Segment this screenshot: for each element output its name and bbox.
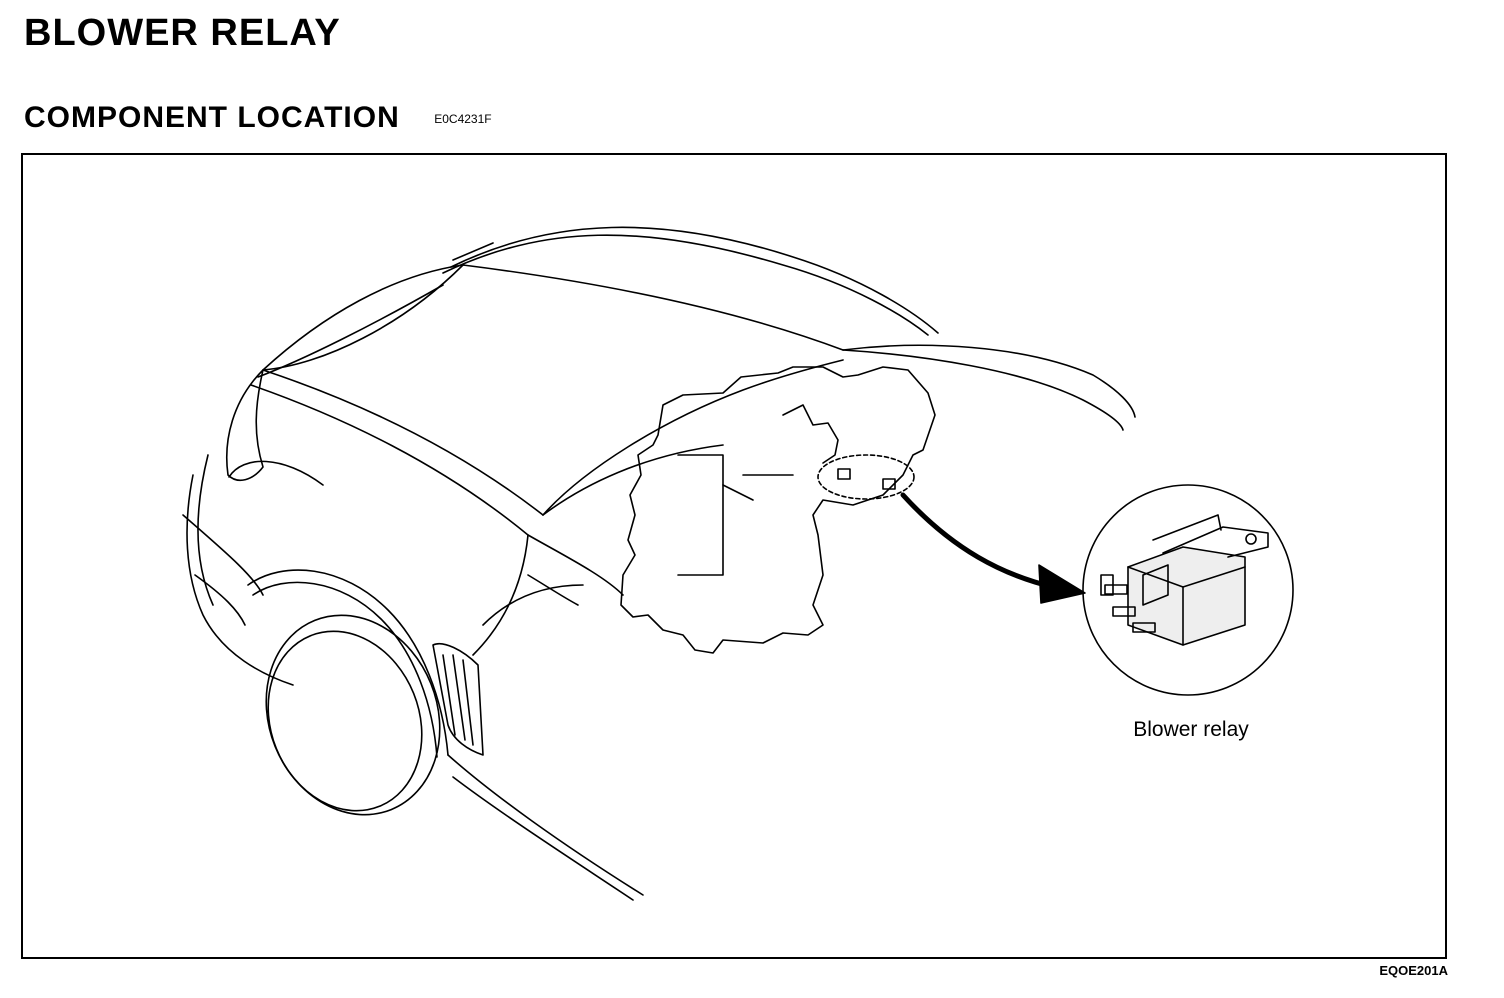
car-illustration xyxy=(182,226,1136,901)
section-title: COMPONENT LOCATION xyxy=(24,101,400,134)
page-title: BLOWER RELAY xyxy=(24,12,341,54)
section-code: E0C4231F xyxy=(434,112,492,126)
blower-relay-label: Blower relay xyxy=(1133,718,1249,741)
section-heading: COMPONENT LOCATION E0C4231F xyxy=(24,98,492,143)
component-location-illustration xyxy=(182,226,1294,901)
figure-frame: Blower relay xyxy=(21,153,1447,959)
figure-code: EQOE201A xyxy=(1379,963,1448,978)
leader-arrow xyxy=(900,492,1086,604)
blower-unit-illustration xyxy=(620,366,936,654)
relay-detail-callout xyxy=(1082,484,1294,696)
